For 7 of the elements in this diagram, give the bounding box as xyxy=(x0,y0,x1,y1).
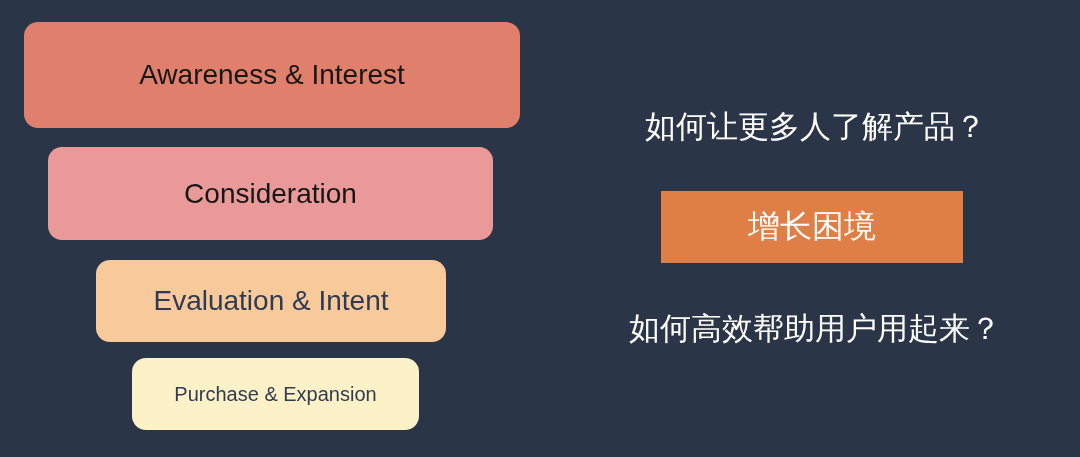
question-text: 如何让更多人了解产品？ xyxy=(644,107,986,146)
highlight-box: 增长困境 xyxy=(661,191,963,263)
question-text: 如何高效帮助用户用起来？ xyxy=(629,309,1001,348)
funnel-stage-bar: Consideration xyxy=(48,147,493,240)
funnel-stage-bar: Evaluation & Intent xyxy=(96,260,446,342)
funnel-stage-bar: Awareness & Interest xyxy=(24,22,520,128)
funnel-stage-bar: Purchase & Expansion xyxy=(132,358,419,430)
